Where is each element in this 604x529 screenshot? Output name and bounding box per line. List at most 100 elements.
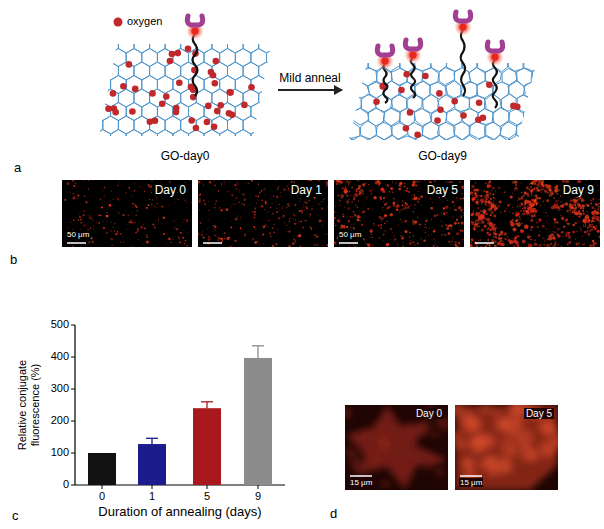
fluorescent-spot [311, 209, 312, 210]
fluorescent-spot [413, 211, 414, 212]
fluorescent-spot [129, 222, 130, 223]
fluorescent-spot [298, 200, 300, 202]
error-bar [151, 438, 152, 444]
fluorescent-spot [220, 209, 223, 212]
fluorescent-spot [102, 190, 103, 191]
fluorescent-spot [554, 243, 556, 245]
fluorescent-spot [133, 246, 134, 247]
fluorescent-spot [413, 181, 416, 184]
fluorescent-spot [278, 186, 279, 187]
fluorescent-spot [306, 198, 308, 200]
fluorescent-spot [588, 225, 590, 227]
fluorescent-spot [441, 220, 442, 221]
oxygen-atom [486, 81, 493, 88]
fluorescent-spot [323, 200, 325, 202]
fluorescent-spot [198, 233, 199, 234]
fluorescent-spot [495, 204, 496, 205]
x-tick [207, 485, 208, 489]
fluorescent-spot [144, 199, 146, 201]
fluorescent-spot [341, 181, 344, 184]
fluorescent-spot [372, 186, 374, 188]
fluorescent-spot [462, 213, 463, 214]
fluorescent-spot [313, 197, 315, 199]
fluorescent-spot [397, 245, 398, 246]
fluorescent-spot [263, 226, 266, 229]
fluorescent-spot [350, 194, 351, 195]
fluorescent-spot [346, 180, 348, 182]
fluorescent-spot [401, 209, 403, 211]
fluorescent-spot [111, 238, 113, 240]
fluorescent-spot [123, 241, 125, 243]
fluorescent-spot [351, 187, 353, 189]
fluorescent-spot [315, 199, 317, 201]
fluorescent-spot [166, 243, 168, 245]
fluorescent-spot [137, 230, 139, 232]
fluorescent-spot [380, 224, 382, 226]
hexagon [243, 143, 259, 146]
fluorescent-spot [494, 245, 496, 247]
fluorescent-spot [339, 204, 341, 206]
fluorescent-spot [522, 240, 526, 244]
fluorescent-spot [578, 243, 579, 244]
fluorescent-spot [553, 197, 555, 199]
fluorescent-spot [234, 240, 236, 242]
fluorescent-spot [366, 198, 368, 200]
fluorescent-spot [121, 244, 123, 246]
fluorescent-spot [201, 234, 202, 235]
fluorescent-spot [500, 212, 502, 214]
fluorescent-spot [386, 188, 387, 189]
fluorescent-spot [177, 199, 178, 200]
fluorescent-spot [399, 212, 400, 213]
fluorescent-spot [495, 224, 497, 226]
fluorescent-spot [198, 200, 201, 203]
fluorescent-spot [341, 198, 342, 199]
fluorescent-spot [404, 208, 405, 209]
fluorescent-spot [519, 219, 521, 221]
hexagon [259, 89, 275, 107]
fluorescent-spot [286, 207, 288, 209]
hexagon [353, 81, 370, 98]
fluorescent-spot [265, 204, 267, 206]
hexagon [532, 123, 540, 141]
fluorescent-spot [334, 202, 336, 204]
fluorescent-spot [295, 220, 296, 221]
fluorescent-spot [64, 240, 66, 242]
fluorescent-spot [428, 228, 429, 229]
fluorescent-spot [582, 210, 584, 212]
fluorescent-spot [394, 235, 395, 236]
fluorescent-spot [144, 227, 146, 229]
fluorescent-spot [462, 239, 464, 241]
fluorescent-spot [73, 185, 75, 187]
fluorescent-spot [463, 211, 464, 213]
bar [88, 453, 116, 485]
fluorescent-spot [321, 218, 322, 219]
fluorescent-spot [83, 210, 85, 212]
fluorescent-spot [579, 203, 580, 204]
fluorescent-spot [340, 227, 341, 228]
hexagon [165, 143, 181, 146]
oxygen-atom [193, 125, 200, 132]
fluorescent-spot [461, 193, 463, 195]
fluorescent-spot [104, 214, 106, 216]
fluorescent-spot [454, 222, 457, 225]
fluorescent-spot [591, 206, 594, 209]
fluorescent-spot [162, 206, 164, 208]
hexagon [228, 143, 244, 146]
fluorescent-spot [234, 184, 236, 186]
fluorescent-spot [413, 220, 414, 221]
fluorescent-spot [221, 238, 223, 240]
fluorescent-spot [255, 195, 257, 197]
fluorescent-spot [265, 224, 266, 225]
oxygen-atom [129, 108, 136, 115]
day-label: Day 0 [153, 183, 188, 197]
hexagon [95, 130, 111, 147]
fluorescent-spot [117, 233, 119, 235]
fluorescent-spot [156, 207, 157, 208]
fluorescent-spot [421, 239, 422, 240]
fluorescent-spot [335, 206, 336, 207]
fluorescent-spot [339, 218, 341, 220]
fluorescent-spot [381, 217, 383, 219]
fluorescent-spot [204, 203, 206, 205]
oxygen-atom [132, 86, 139, 93]
fluorescent-spot [392, 232, 394, 234]
